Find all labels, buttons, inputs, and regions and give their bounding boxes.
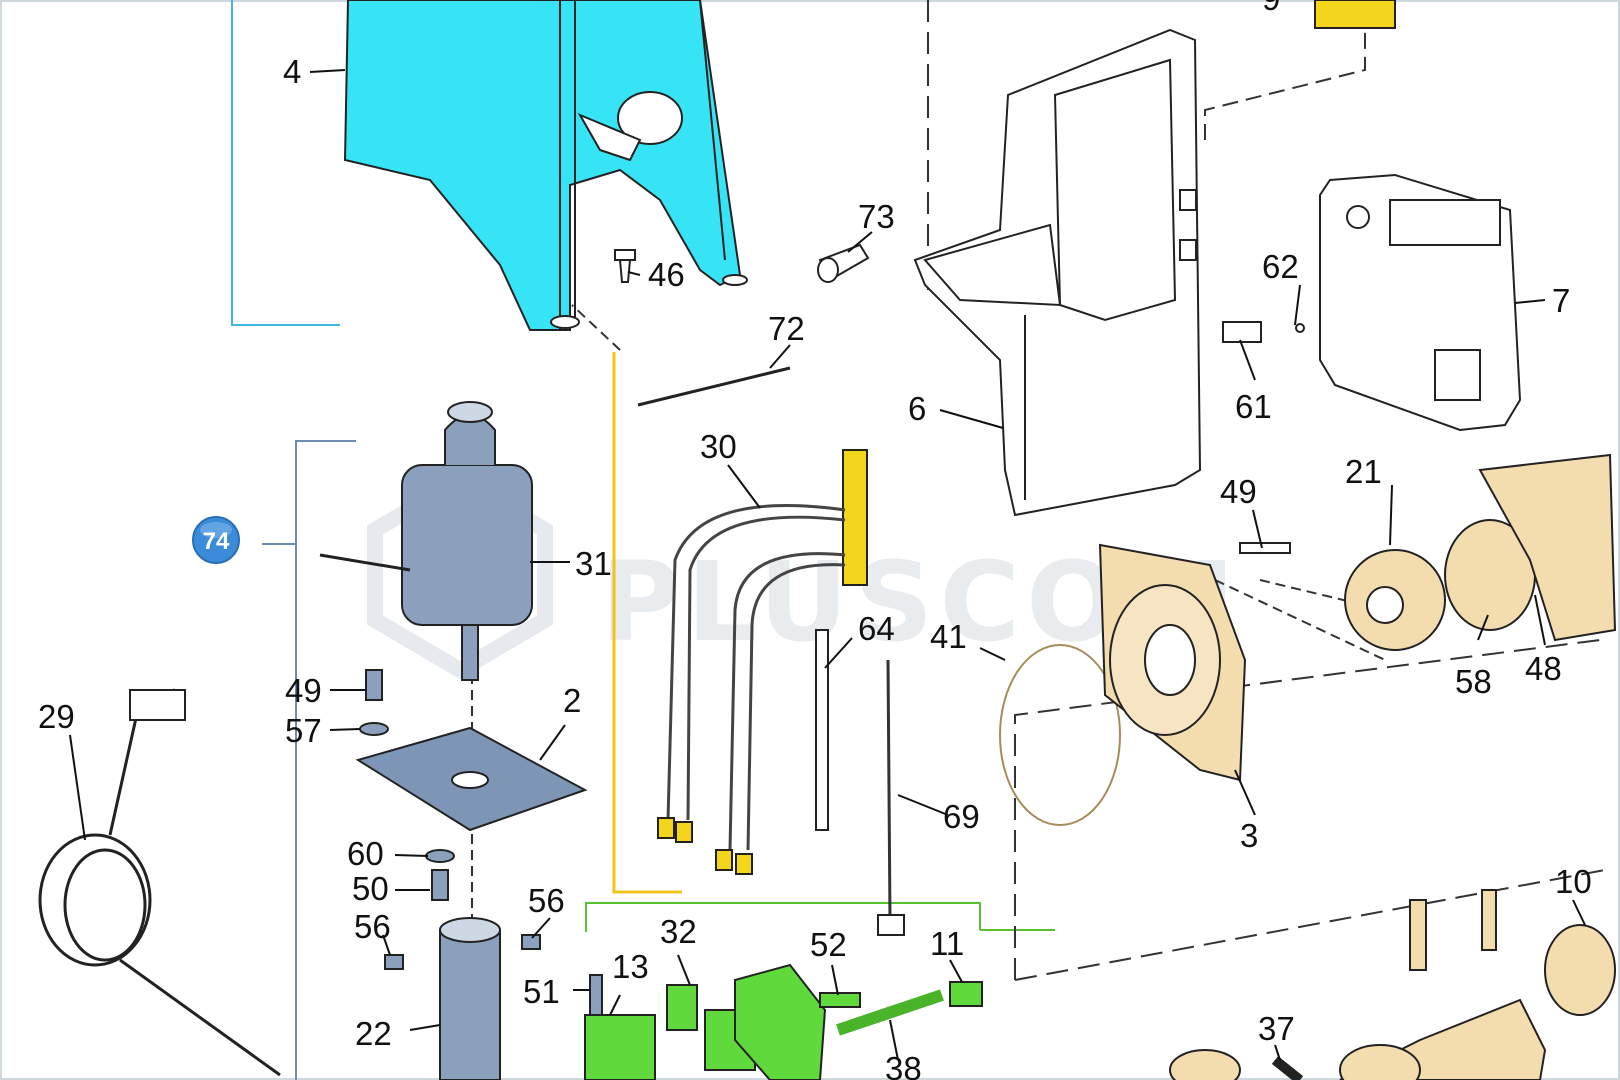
bracket-lines xyxy=(231,0,1606,1080)
label-29: 29 xyxy=(38,698,75,735)
label-22: 22 xyxy=(355,1015,392,1052)
label-73: 73 xyxy=(858,198,895,235)
part-48 xyxy=(1478,453,1617,642)
part-72 xyxy=(637,366,791,407)
label-31: 31 xyxy=(575,545,612,582)
part-64 xyxy=(815,629,829,831)
part-41 xyxy=(999,644,1121,826)
badge-label: 74 xyxy=(203,528,230,555)
label-50: 50 xyxy=(352,870,389,907)
label-37: 37 xyxy=(1258,1010,1295,1047)
switch-bracket xyxy=(585,902,981,932)
part-11 xyxy=(949,981,983,1007)
label-30: 30 xyxy=(700,428,737,465)
screws xyxy=(359,669,541,970)
switch-parts xyxy=(584,963,983,1080)
motor-part xyxy=(319,401,533,681)
label-21: 21 xyxy=(1345,453,1382,490)
part-38 xyxy=(836,989,944,1036)
label-49-left: 49 xyxy=(285,672,322,709)
part-13 xyxy=(584,1014,656,1080)
power-cord-part xyxy=(38,688,281,1077)
label-64: 64 xyxy=(858,610,895,647)
wire-bracket xyxy=(612,352,682,894)
label-7: 7 xyxy=(1552,282,1570,319)
label-13: 13 xyxy=(612,948,649,985)
coupling-part xyxy=(439,917,501,1080)
part-74-badge[interactable]: 74 xyxy=(192,516,240,564)
cover-part xyxy=(343,0,748,331)
label-49-right: 49 xyxy=(1220,473,1257,510)
label-62: 62 xyxy=(1262,248,1299,285)
connector-part xyxy=(1314,0,1396,29)
label-51: 51 xyxy=(523,973,560,1010)
shaft-parts xyxy=(1169,889,1616,1080)
label-52: 52 xyxy=(810,926,847,963)
part-52 xyxy=(819,992,861,1008)
label-60: 60 xyxy=(347,835,384,872)
label-41: 41 xyxy=(930,618,967,655)
part-37 xyxy=(1271,1056,1304,1080)
label-46: 46 xyxy=(648,256,685,293)
label-58: 58 xyxy=(1455,663,1492,700)
leader-lines xyxy=(69,69,1586,1061)
label-56-left: 56 xyxy=(354,908,391,945)
housing-part xyxy=(913,28,1202,517)
part-labels: 4 9 46 73 72 62 7 6 61 30 31 49 21 41 64… xyxy=(38,0,1592,1080)
control-unit-part xyxy=(1319,173,1522,432)
label-72: 72 xyxy=(768,310,805,347)
wire-harness-part xyxy=(657,449,905,936)
motor-bracket xyxy=(295,440,356,1080)
label-32: 32 xyxy=(660,913,697,950)
cover-bracket xyxy=(231,0,340,326)
label-57: 57 xyxy=(285,712,322,749)
label-6: 6 xyxy=(908,390,926,427)
label-11: 11 xyxy=(930,925,964,962)
label-2: 2 xyxy=(563,682,581,719)
label-3: 3 xyxy=(1240,817,1258,854)
label-10: 10 xyxy=(1555,863,1592,900)
label-9: 9 xyxy=(1262,0,1280,17)
part-69 xyxy=(886,659,892,921)
part-62 xyxy=(1295,323,1305,333)
part-49b xyxy=(1239,542,1291,554)
label-69: 69 xyxy=(943,798,980,835)
label-56-right: 56 xyxy=(528,882,565,919)
part-46 xyxy=(614,249,636,261)
part-61 xyxy=(1222,321,1262,343)
label-4: 4 xyxy=(283,53,301,90)
label-48: 48 xyxy=(1525,650,1562,687)
part-51 xyxy=(589,974,603,1016)
part-10 xyxy=(1544,924,1616,1016)
small-parts xyxy=(614,243,1305,407)
label-61: 61 xyxy=(1235,388,1272,425)
label-38: 38 xyxy=(885,1050,922,1080)
gearbox-parts xyxy=(999,453,1617,826)
plate-part xyxy=(355,726,588,832)
